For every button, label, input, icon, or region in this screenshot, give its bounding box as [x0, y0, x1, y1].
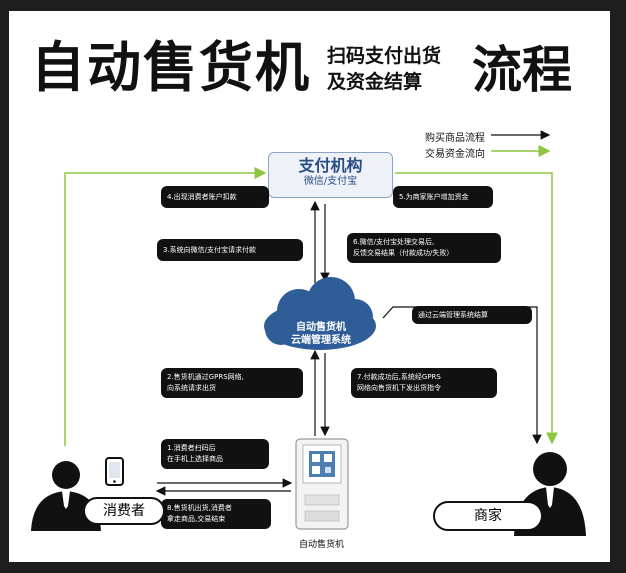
- cloud-label-line1: 自动售货机: [296, 322, 346, 333]
- vending-machine-label: 自动售货机: [299, 540, 345, 550]
- step-2-box: 2.售货机通过GPRS网络, 向系统请求出货: [161, 368, 303, 398]
- vending-machine-icon: [295, 438, 349, 530]
- cloud-label-line2: 云端管理系统: [291, 335, 351, 346]
- cloud-shape: [264, 277, 376, 350]
- legend-goods-label: 购买商品流程: [425, 133, 485, 144]
- title-main: 自动售货机: [31, 36, 311, 99]
- title-sub-line2: 及资金结算: [327, 71, 423, 93]
- settlement-box: 通过云端管理系统结算: [412, 306, 532, 324]
- merchant-label: 商家: [433, 501, 543, 531]
- legend-money-label: 交易资金流向: [425, 149, 485, 160]
- payment-subtitle: 微信/支付宝: [303, 176, 358, 187]
- title-sub-line1: 扫码支付出货: [327, 45, 442, 67]
- payment-institution-box: 支付机构 微信/支付宝: [268, 152, 393, 198]
- money-flow-merchant: [395, 172, 558, 445]
- step-5-box: 5.为商家账户增加资金: [393, 186, 493, 208]
- step-6-box: 6.微信/支付宝处理交易后, 反馈交易结果（付款成功/失败）: [347, 233, 501, 263]
- step-4-box: 4.出现消费者账户扣款: [161, 186, 269, 208]
- cloud-label: 自动售货机 云端管理系统: [275, 321, 367, 347]
- step-8-box: 8.售货机出货,消费者 拿走商品,交易结束: [161, 499, 271, 529]
- phone-icon: [105, 457, 124, 486]
- money-flow-consumer: [64, 167, 267, 446]
- payment-title: 支付机构: [298, 156, 363, 175]
- step-1-box: 1.消费者扫码后 在手机上选择商品: [161, 439, 269, 469]
- consumer-label: 消费者: [83, 497, 165, 525]
- diagram-lines: [31, 130, 586, 536]
- diagram-frame: 自动售货机 扫码支付出货 及资金结算 流程 购买商品流程 交易资金流向 支付机构…: [9, 11, 610, 562]
- title-right: 流程: [472, 41, 572, 99]
- step-7-box: 7.付款成功后,系统经GPRS 网络向售货机下发出货指令: [351, 368, 497, 398]
- consumer-person-icon: [31, 461, 101, 531]
- step-3-box: 3.系统向微信/支付宝请求付款: [157, 239, 303, 261]
